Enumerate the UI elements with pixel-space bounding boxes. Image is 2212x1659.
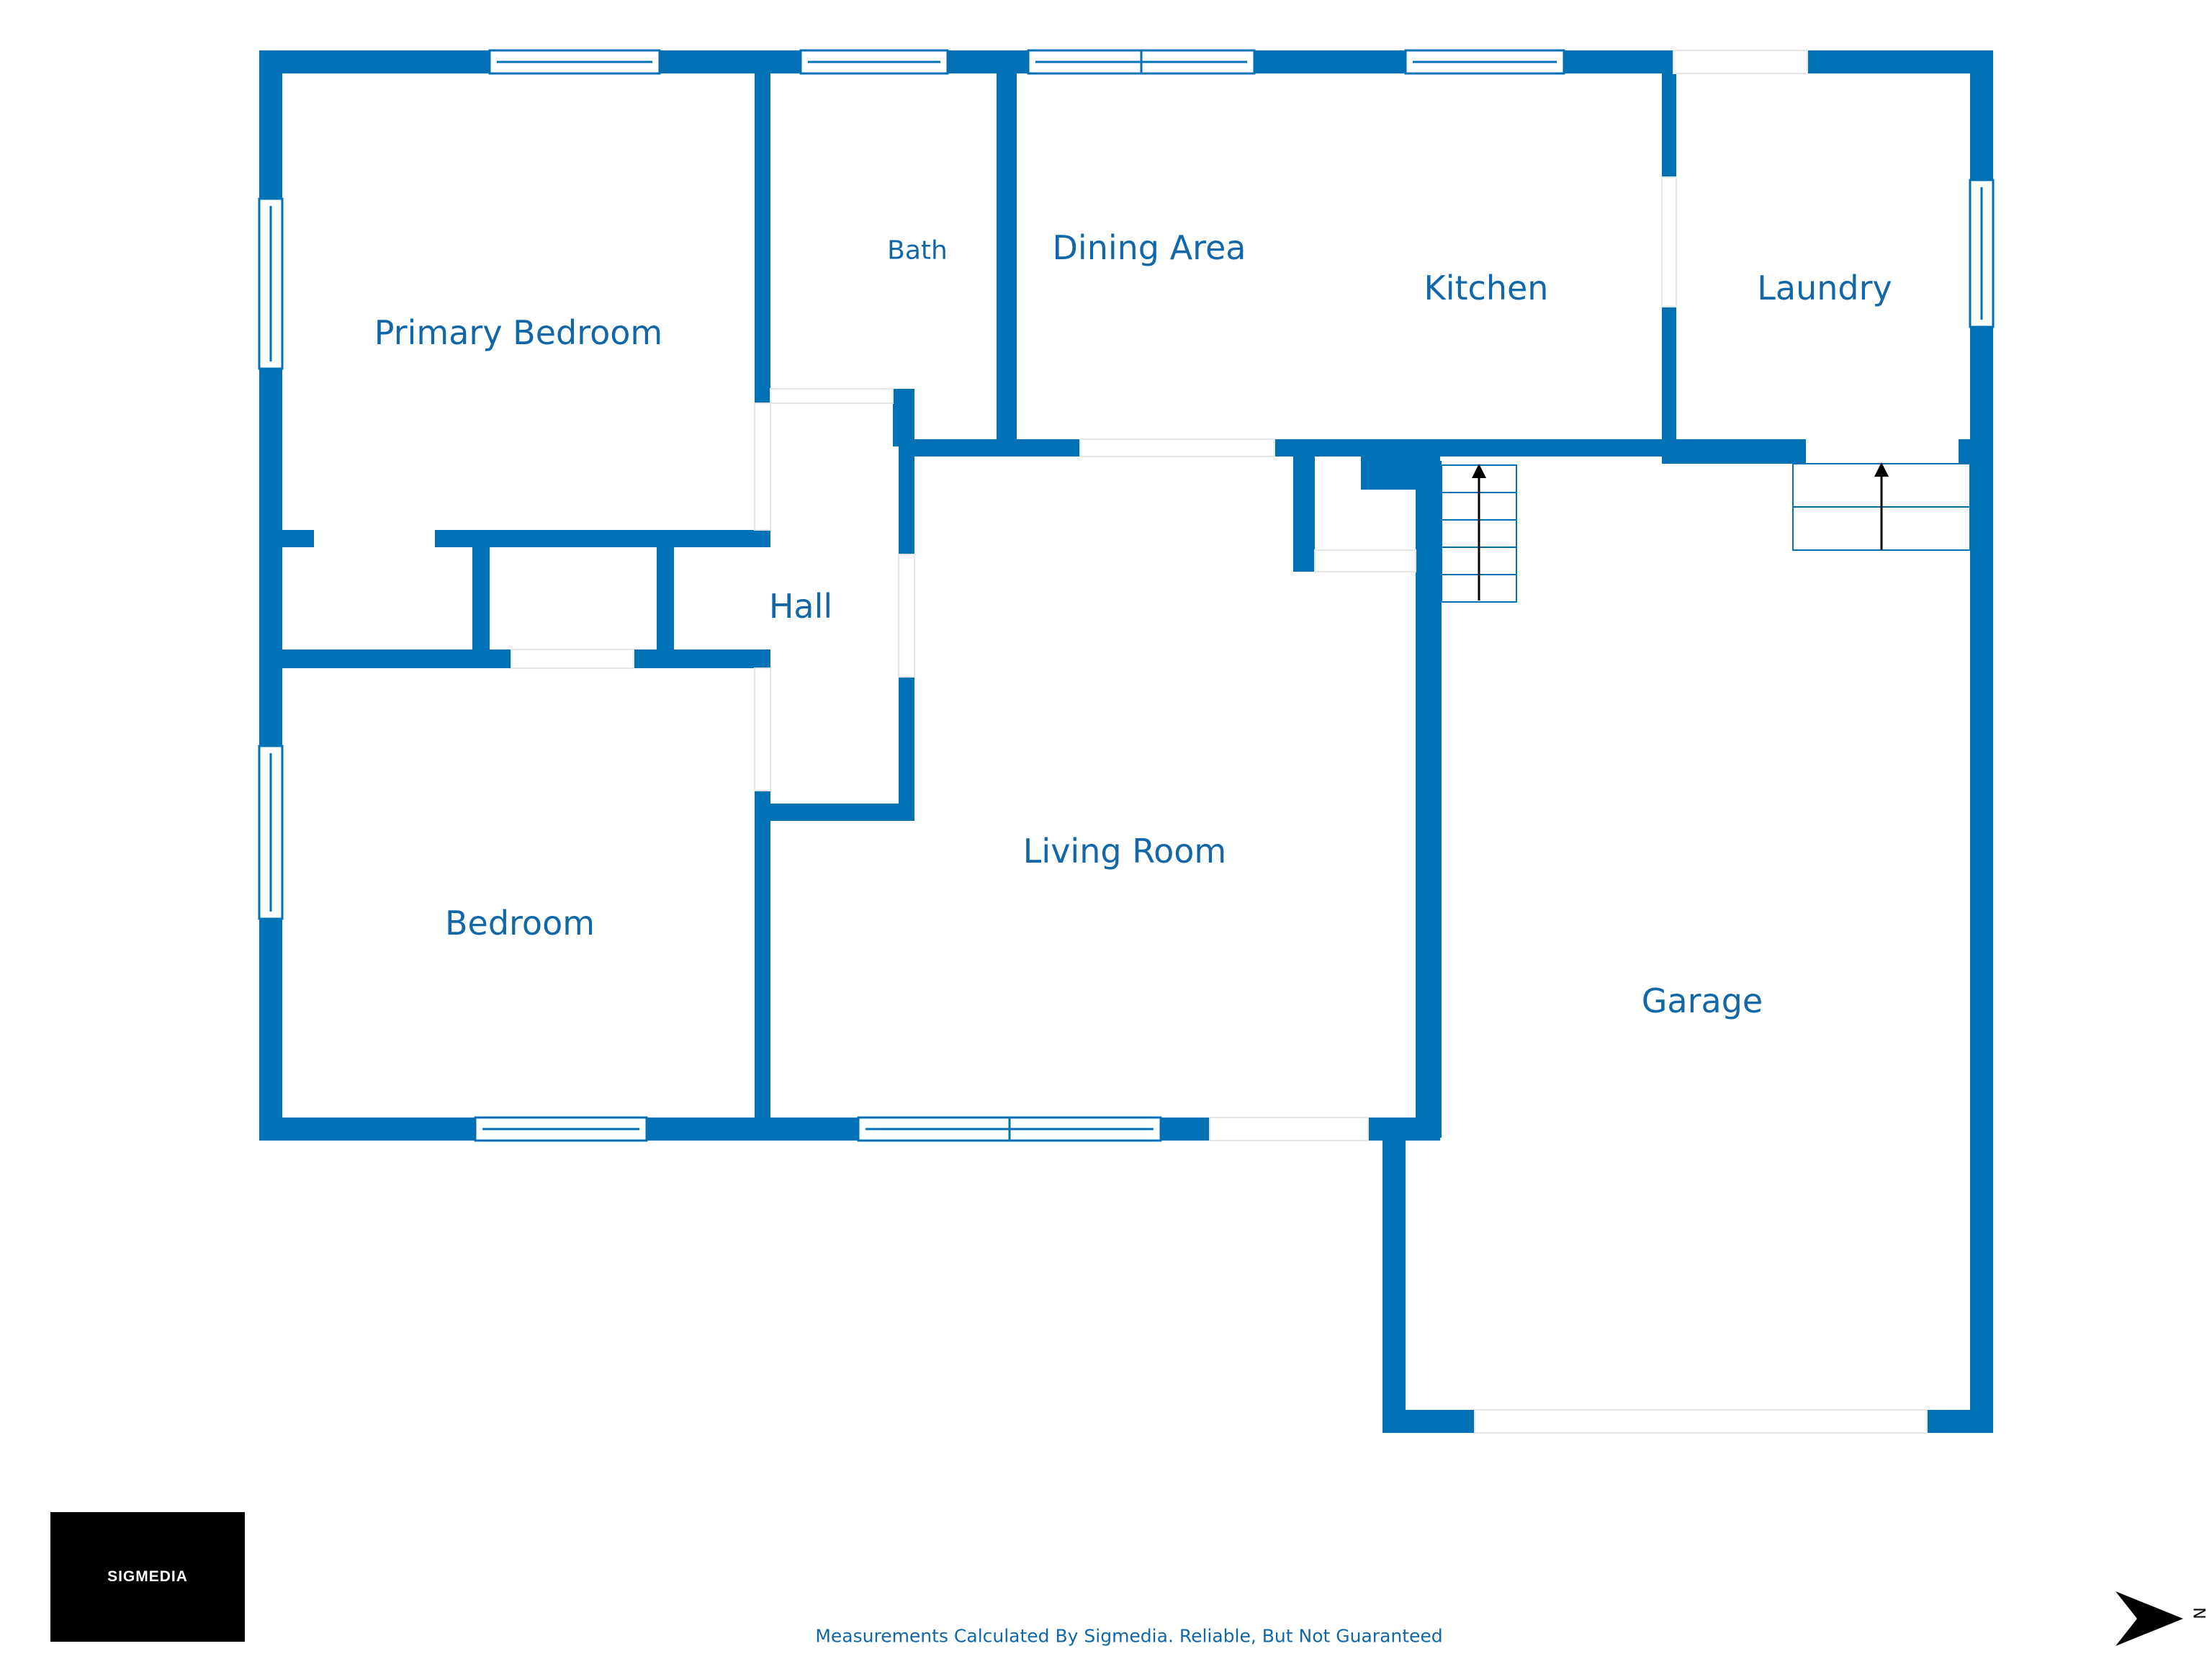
windows (258, 49, 1995, 1142)
room-label-bath: Bath (887, 235, 948, 266)
door-openings (511, 50, 1928, 1434)
north-letter: N (2189, 1607, 2208, 1619)
sigmedia-logo: SIGMEDIA (50, 1512, 245, 1642)
room-label-laundry: Laundry (1757, 269, 1892, 307)
room-label-dining-area: Dining Area (1052, 228, 1246, 267)
north-arrow-icon (2116, 1591, 2183, 1646)
room-label-primary-bedroom: Primary Bedroom (374, 313, 663, 352)
room-label-bedroom: Bedroom (444, 904, 595, 943)
stair-up-arrow-icon (1874, 462, 1889, 550)
stair-up-arrow-icon (1472, 464, 1486, 601)
room-label-living-room: Living Room (1022, 832, 1227, 871)
measurement-disclaimer: Measurements Calculated By Sigmedia. Rel… (815, 1625, 1443, 1647)
room-label-hall: Hall (768, 587, 833, 626)
room-label-garage: Garage (1641, 981, 1763, 1020)
room-label-kitchen: Kitchen (1424, 269, 1549, 307)
logo-text: SIGMEDIA (107, 1568, 188, 1585)
